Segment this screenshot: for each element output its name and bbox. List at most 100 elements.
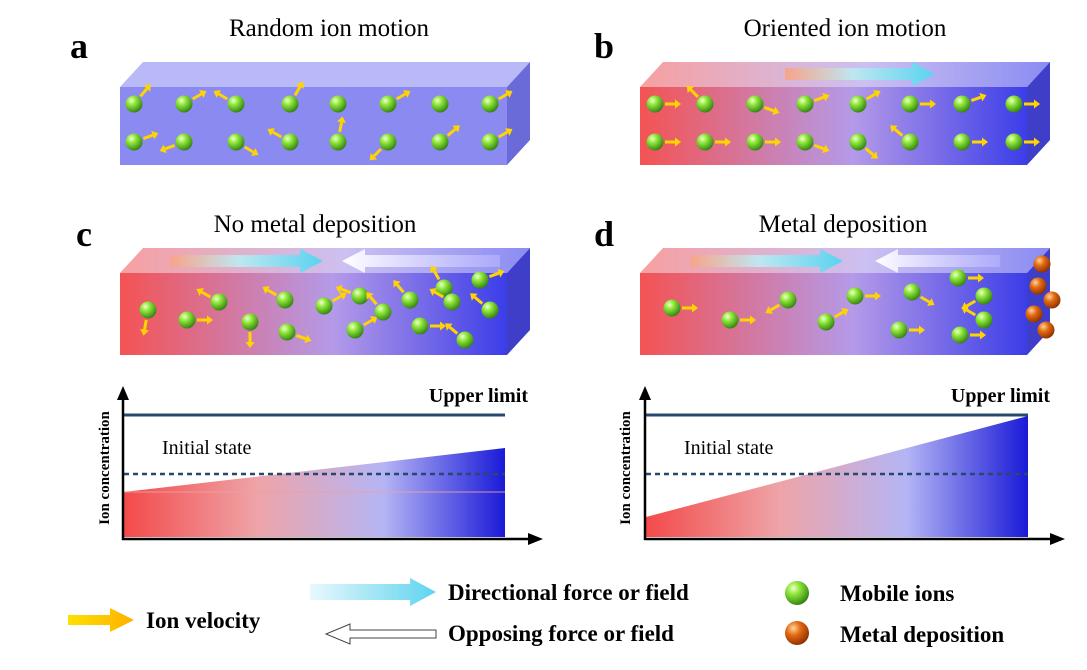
ion-velocity-arrowhead — [505, 90, 513, 98]
ion-velocity-arrowhead — [440, 321, 446, 331]
ion-velocity-arrow — [139, 87, 149, 98]
ion-velocity-arrowhead — [430, 265, 438, 273]
mobile-ion — [329, 133, 347, 151]
ion-velocity-arrow — [142, 133, 154, 140]
mobile-ion — [227, 95, 245, 113]
mobile-ion — [779, 291, 797, 309]
ion-velocity-arrowhead — [403, 90, 411, 98]
mobile-ion-icon — [785, 581, 809, 605]
ion-velocity-arrow — [763, 106, 775, 113]
legend-directional-label: Directional force or field — [448, 580, 689, 605]
ion-velocity-arrowhead — [822, 92, 830, 102]
ion-velocity-arrowhead — [366, 292, 374, 300]
panel-a-title: Random ion motion — [229, 15, 430, 42]
mobile-ion — [849, 95, 867, 113]
ion-velocity-arrowhead — [822, 144, 830, 154]
ion-velocity-arrowhead — [470, 293, 478, 301]
panel-c-letter: c — [76, 214, 92, 254]
mobile-ion — [817, 313, 835, 331]
mobile-ion — [379, 133, 397, 151]
mobile-ion — [696, 133, 714, 151]
ion-velocity-arrowhead — [251, 148, 259, 156]
ion-velocity-arrowhead — [369, 152, 378, 161]
ion-velocity-arrow — [865, 92, 877, 101]
ion-velocity-arrowhead — [675, 137, 681, 147]
ion-velocity-arrowhead — [445, 323, 453, 331]
ion-velocity-arrowhead — [890, 125, 898, 133]
panel-a-letter: a — [70, 26, 88, 66]
ion-velocity-arrowhead — [196, 288, 204, 296]
mobile-ion — [139, 301, 157, 319]
mobile-ion — [431, 133, 449, 151]
ion-velocity-arrowhead — [452, 125, 460, 133]
ion-velocity-arrow — [497, 130, 509, 139]
ion-velocity-arrow — [965, 299, 977, 308]
mobile-ion — [351, 287, 369, 305]
graph-left-upper-label: Upper limit — [429, 385, 528, 407]
box-c — [120, 248, 530, 355]
ion-velocity-arrow — [446, 127, 457, 137]
mobile-ion — [949, 269, 967, 287]
panel-b-letter: b — [594, 26, 614, 66]
mobile-ion — [276, 291, 294, 309]
ion-velocity-arrow — [217, 92, 229, 101]
ion-velocity-arrow — [331, 294, 343, 303]
legend-mobile-ions-label: Mobile ions — [840, 581, 954, 606]
legend-metal-deposition: Metal deposition — [785, 621, 1004, 647]
ion-velocity-arrowhead — [262, 286, 270, 294]
mobile-ion — [431, 95, 449, 113]
mobile-ion — [796, 133, 814, 151]
metal-deposit — [1029, 277, 1047, 295]
ions-c — [139, 265, 505, 349]
ion-velocity-arrowhead — [927, 298, 935, 306]
mobile-ion — [227, 133, 245, 151]
ion-velocity-arrowhead — [143, 84, 151, 92]
ion-velocity-arrow — [243, 145, 255, 154]
ion-velocity-arrow — [200, 290, 212, 299]
ion-velocity-arrow — [432, 269, 441, 281]
ion-velocity-arrowhead — [961, 306, 969, 314]
ion-velocity-arrow — [395, 283, 405, 294]
legend-metal-deposition-label: Metal deposition — [840, 622, 1004, 647]
ion-velocity-arrowhead — [151, 130, 159, 140]
mobile-ion — [903, 283, 921, 301]
mobile-ion — [281, 95, 299, 113]
ion-velocity-arrowhead — [339, 292, 347, 300]
ion-velocity-arrowhead — [919, 325, 925, 335]
ion-velocity-arrowhead — [675, 99, 681, 109]
legend-ion-velocity-label: Ion velocity — [146, 608, 261, 633]
ion-velocity-arrowhead — [335, 284, 343, 294]
legend: Ion velocity Directional force or field … — [68, 578, 1004, 647]
ion-velocity-arrow — [473, 295, 484, 305]
ion-velocity-arrowhead — [686, 85, 695, 94]
metal-deposit — [1025, 305, 1043, 323]
graph-left: Ion concentration Upper limit Initial st… — [97, 385, 543, 545]
ion-velocity-arrow — [919, 295, 931, 304]
metal-deposit — [1043, 291, 1061, 309]
opposing-arrow-c — [342, 249, 500, 273]
ion-velocity-arrowhead — [930, 99, 936, 109]
ion-velocity-arrow — [689, 88, 699, 98]
mobile-ion — [746, 133, 764, 151]
mobile-ion — [890, 321, 908, 339]
ion-velocity-arrowhead — [870, 151, 878, 159]
ion-velocity-arrowhead — [213, 90, 221, 98]
ion-velocity-arrow — [488, 271, 500, 278]
ion-velocity-arrowhead — [393, 280, 401, 288]
ion-velocity-arrowhead — [296, 81, 304, 89]
mobile-ion — [846, 287, 864, 305]
ion-velocity-arrow — [833, 310, 845, 319]
mobile-ion — [374, 303, 392, 321]
ion-velocity-arrowhead — [692, 303, 698, 313]
mobile-ion — [411, 317, 429, 335]
ion-velocity-arrow — [338, 122, 343, 133]
mobile-ion — [481, 133, 499, 151]
mobile-ion — [951, 326, 969, 344]
ion-velocity-arrowhead — [750, 315, 756, 325]
ion-velocity-arrow — [864, 147, 875, 157]
mobile-ion — [278, 323, 296, 341]
mobile-ion — [175, 133, 193, 151]
ion-velocity-arrowhead — [772, 106, 780, 116]
mobile-ion — [696, 95, 714, 113]
